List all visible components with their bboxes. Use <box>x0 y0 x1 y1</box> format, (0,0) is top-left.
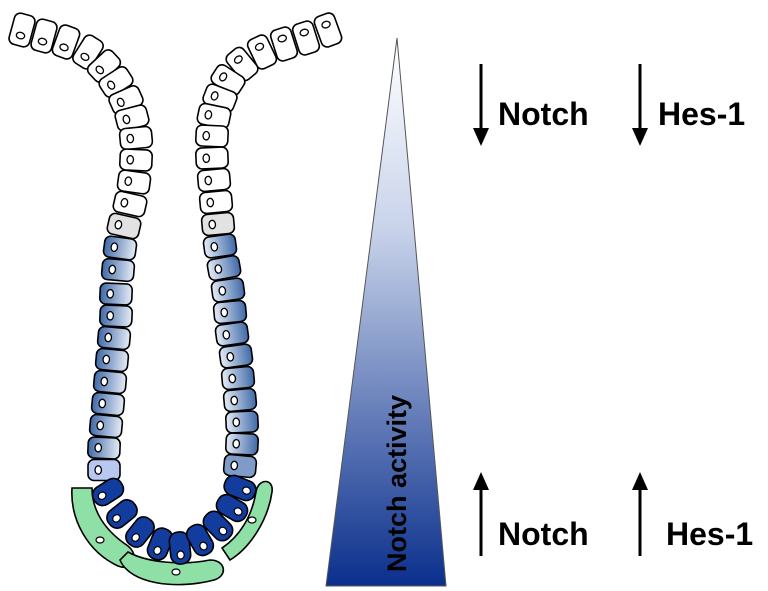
crypt-cell <box>91 392 125 416</box>
crypt-cell <box>88 460 120 481</box>
crypt-cell <box>223 454 257 478</box>
crypt-cell <box>101 258 135 282</box>
down-arrow-notch-head <box>473 128 489 146</box>
crypt-cell <box>226 433 259 455</box>
crypt-cell <box>119 126 153 150</box>
bottom-notch-label: Notch <box>498 516 589 552</box>
notch-activity-gradient: Notch activity <box>326 38 446 586</box>
crypt-cell <box>219 343 254 368</box>
crypt-cell <box>221 366 255 390</box>
up-arrow-hes1-head <box>632 472 648 490</box>
crypt-cell <box>201 212 235 236</box>
crypt-epithelium <box>8 11 344 565</box>
crypt-cell <box>226 411 259 433</box>
bottom-expression-row: Notch Hes-1 <box>473 472 753 556</box>
crypt-cell <box>215 321 250 346</box>
crypt-cell <box>211 277 246 302</box>
crypt-cell <box>120 149 153 171</box>
gradient-label: Notch activity <box>382 395 412 572</box>
crypt-cell <box>206 255 241 281</box>
crypt-cell <box>95 348 129 372</box>
top-notch-label: Notch <box>498 96 589 132</box>
top-expression-row: Notch Hes-1 <box>473 64 745 146</box>
crypt-cell <box>197 168 231 192</box>
crypt-cell <box>103 235 138 260</box>
crypt-cell <box>196 147 229 169</box>
crypt-cell <box>213 300 247 324</box>
up-arrow-notch-head <box>473 472 489 490</box>
top-hes1-label: Hes-1 <box>658 96 745 132</box>
crypt-cell <box>88 437 121 459</box>
down-arrow-hes1-head <box>632 128 648 146</box>
niche-cell-nucleus <box>172 569 180 575</box>
crypt-cell <box>199 190 233 214</box>
niche-cell-nucleus <box>248 517 256 523</box>
crypt-cell <box>93 370 127 394</box>
crypt-cell <box>97 326 131 350</box>
crypt-cell <box>223 388 257 412</box>
crypt-cell <box>203 233 238 258</box>
crypt-cell <box>100 305 133 327</box>
niche-cell-nucleus <box>96 537 104 543</box>
crypt-cell <box>100 283 133 305</box>
crypt-cell <box>89 414 123 438</box>
bottom-hes1-label: Hes-1 <box>666 516 753 552</box>
crypt-cell <box>196 125 229 147</box>
